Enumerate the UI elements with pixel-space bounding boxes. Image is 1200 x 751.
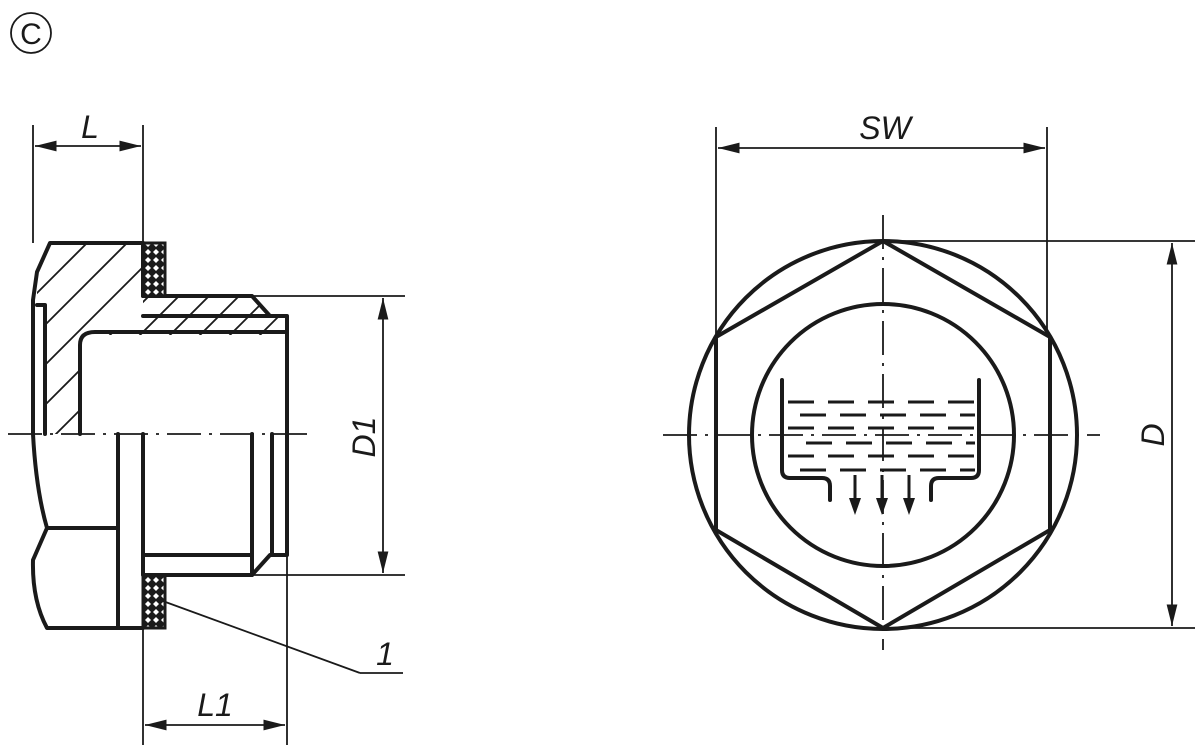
head-outline-lower bbox=[30, 432, 120, 630]
dimension-l1-label: L1 bbox=[197, 687, 233, 723]
head-outline-upper bbox=[31, 241, 145, 436]
dimension-l1: L1 bbox=[142, 555, 288, 745]
side-view: L L1 D1 1 bbox=[8, 109, 405, 745]
seal-ring-upper bbox=[141, 241, 167, 298]
dimension-sw-label: SW bbox=[859, 110, 913, 146]
dimension-d: D bbox=[883, 240, 1195, 629]
callout-1: 1 bbox=[159, 599, 403, 674]
dimension-sw: SW bbox=[715, 110, 1048, 337]
dimension-l: L bbox=[32, 109, 144, 243]
variant-badge: C bbox=[10, 12, 52, 54]
dimension-d-label: D bbox=[1135, 423, 1171, 446]
dimension-d1: D1 bbox=[252, 295, 405, 576]
dimension-d1-label: D1 bbox=[346, 417, 382, 458]
callout-1-label: 1 bbox=[376, 636, 394, 672]
oil-drain-symbol-icon bbox=[780, 378, 981, 515]
dimension-l-label: L bbox=[81, 109, 99, 145]
variant-label: C bbox=[20, 18, 42, 51]
front-view: SW D bbox=[663, 110, 1195, 650]
